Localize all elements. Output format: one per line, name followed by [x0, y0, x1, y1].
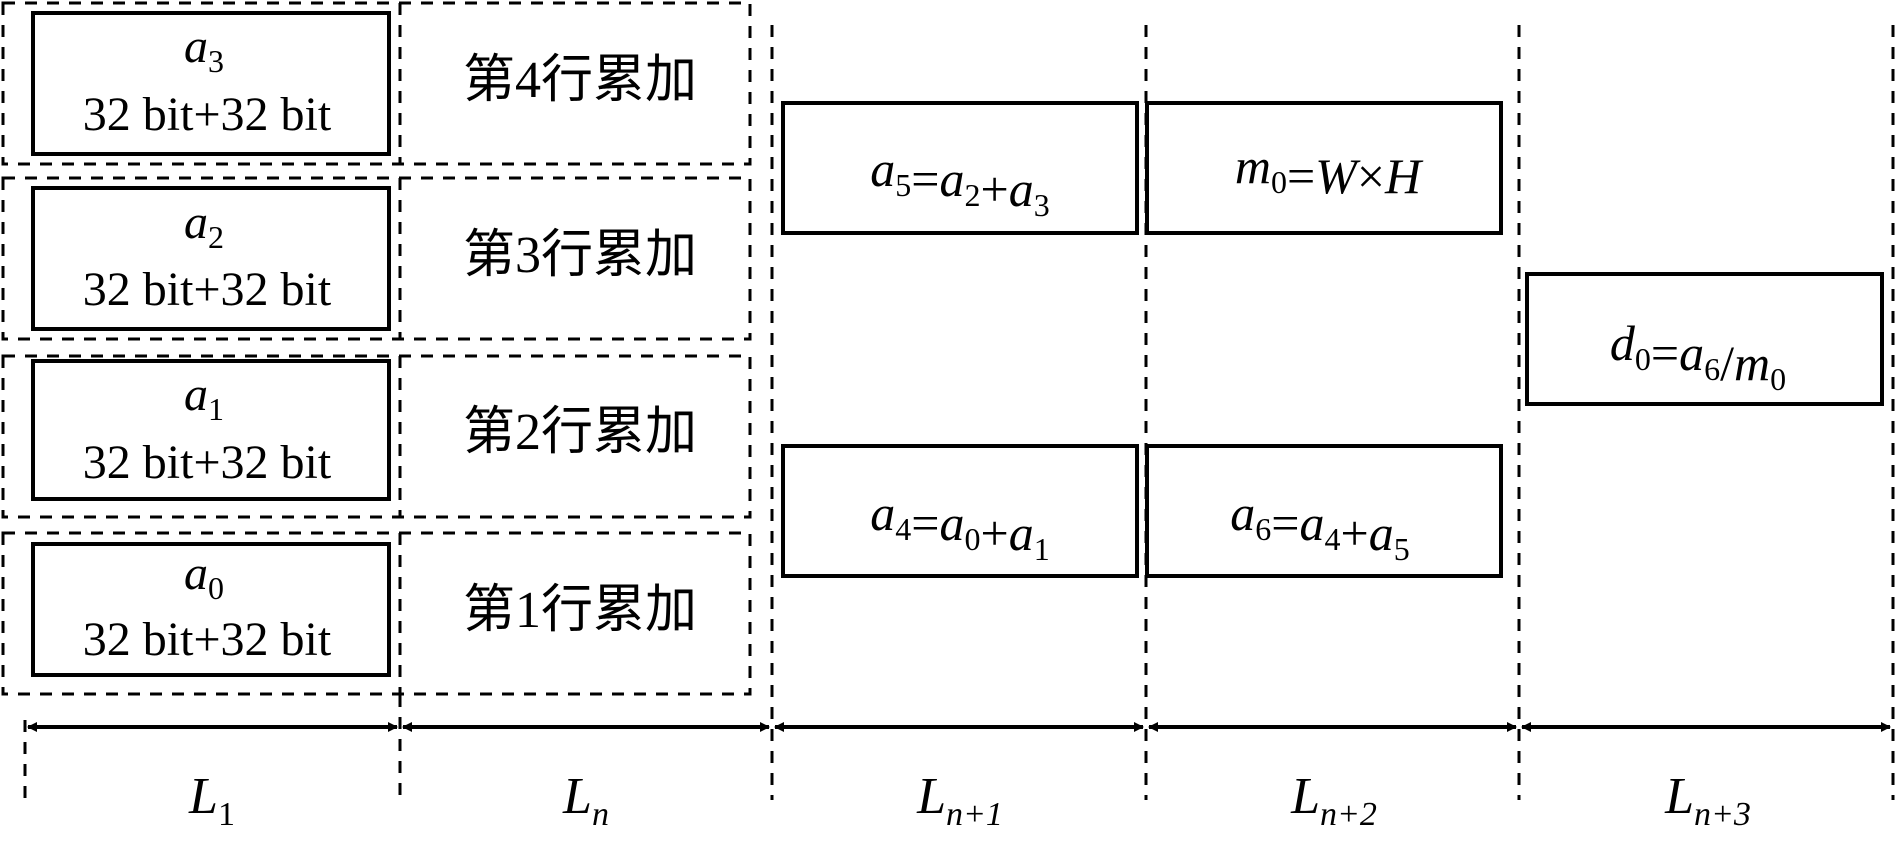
formula-token: H — [1384, 148, 1424, 204]
formula-subscript: 0 — [1271, 164, 1287, 200]
register-name-a0: a0 — [184, 547, 224, 606]
formula-token: m — [1235, 138, 1271, 194]
stage-boundaries — [23, 25, 1895, 800]
formula-subscript: 2 — [965, 177, 981, 213]
register-box-a1 — [31, 359, 391, 501]
register-box-a0 — [31, 542, 391, 677]
formula-token: / — [1720, 335, 1734, 391]
formula-token: = — [1287, 148, 1315, 204]
register-width-a0: 32 bit+32 bit — [83, 613, 332, 666]
formula-subscript: 5 — [895, 167, 911, 203]
stage-label-L1: L1 — [188, 768, 235, 833]
register-width-a3: 32 bit+32 bit — [83, 88, 332, 141]
row-label-3: 第3行累加 — [463, 227, 697, 284]
formula-subscript: 4 — [1325, 521, 1341, 557]
register-box-a2 — [31, 186, 391, 331]
register-name-a3: a3 — [184, 20, 224, 79]
op-box-a5 — [781, 101, 1139, 235]
formula-a5: a5=a2+a3 — [870, 141, 1049, 223]
formula-token: + — [1341, 505, 1369, 561]
row-label-1: 第1行累加 — [463, 582, 697, 639]
row-label-4: 第4行累加 — [463, 52, 697, 109]
formula-token: a — [1369, 505, 1394, 561]
formula-token: a — [1679, 325, 1704, 381]
formula-m0: m0=W×H — [1235, 138, 1424, 204]
formula-token: a — [940, 151, 965, 207]
formula-token: + — [981, 505, 1009, 561]
register-name-a2: a2 — [184, 196, 224, 255]
stage-label-Ln1: Ln+1 — [916, 768, 1003, 833]
formula-subscript: 3 — [1034, 187, 1050, 223]
formula-token: a — [1009, 505, 1034, 561]
formula-token: a — [1230, 485, 1255, 541]
formula-token: a — [940, 495, 965, 551]
row-group-3 — [1, 176, 752, 341]
formula-subscript: 4 — [895, 511, 911, 547]
formula-subscript: 0 — [1635, 341, 1651, 377]
op-box-d0 — [1525, 272, 1884, 406]
formula-subscript: 0 — [965, 521, 981, 557]
row-group-2 — [1, 354, 752, 519]
formula-subscript: 6 — [1255, 511, 1271, 547]
formula-a4: a4=a0+a1 — [870, 485, 1049, 567]
register-name-a1: a1 — [184, 368, 224, 427]
formula-subscript: 1 — [1034, 531, 1050, 567]
formula-token: = — [1651, 325, 1679, 381]
formula-token: a — [870, 141, 895, 197]
register-width-a1: 32 bit+32 bit — [83, 436, 332, 489]
formula-token: × — [1357, 148, 1385, 204]
formula-token: a — [1009, 161, 1034, 217]
formula-a6: a6=a4+a5 — [1230, 485, 1409, 567]
stage-label-Ln2: Ln+2 — [1290, 768, 1377, 833]
operation-boxes — [781, 101, 1884, 578]
register-boxes — [31, 11, 391, 677]
formula-token: a — [1300, 495, 1325, 551]
register-width-a2: 32 bit+32 bit — [83, 263, 332, 316]
row-group-1 — [1, 531, 752, 696]
formula-token: m — [1734, 335, 1770, 391]
formula-subscript: 0 — [1770, 361, 1786, 397]
formula-subscript: 6 — [1704, 351, 1720, 387]
op-box-a4 — [781, 444, 1139, 578]
row-label-2: 第2行累加 — [463, 404, 697, 461]
stage-label-Ln: Ln — [562, 768, 609, 833]
formula-token: = — [1271, 495, 1299, 551]
formula-token: W — [1315, 148, 1361, 204]
formula-d0: d0=a6/m0 — [1610, 315, 1786, 397]
formula-token: + — [981, 161, 1009, 217]
stage-label-Ln3: Ln+3 — [1664, 768, 1751, 833]
row-group-4 — [1, 1, 752, 166]
formula-token: = — [911, 151, 939, 207]
row-groups — [1, 1, 752, 696]
register-box-a3 — [31, 11, 391, 156]
formula-subscript: 5 — [1394, 531, 1410, 567]
formula-token: = — [911, 495, 939, 551]
formula-token: a — [870, 485, 895, 541]
op-box-m0 — [1145, 101, 1503, 235]
op-box-a6 — [1145, 444, 1503, 578]
formula-token: d — [1610, 315, 1636, 371]
